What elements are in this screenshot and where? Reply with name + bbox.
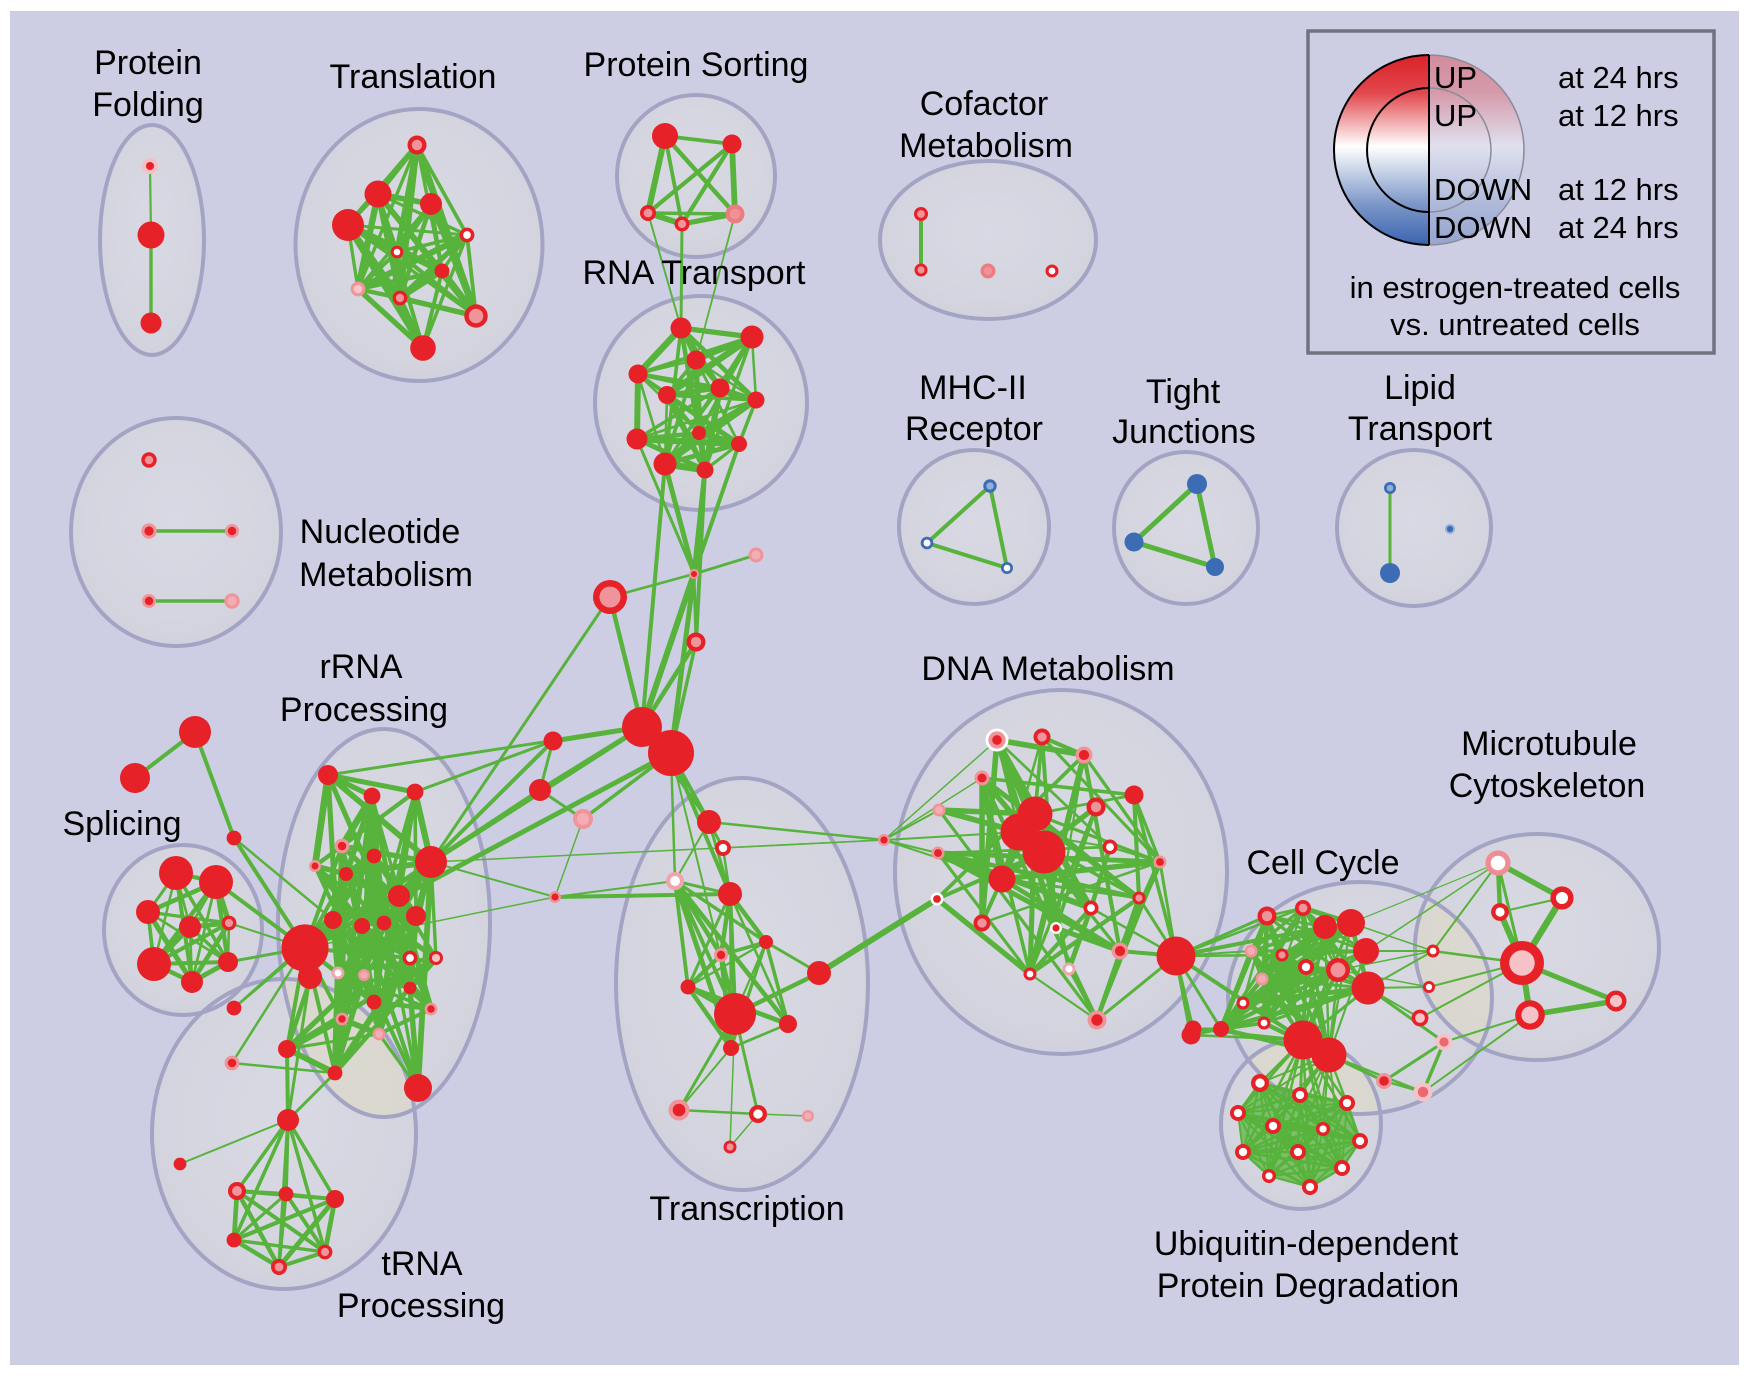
svg-text:tRNA: tRNA — [381, 1245, 463, 1283]
svg-text:Tight: Tight — [1146, 373, 1221, 411]
svg-text:Protein: Protein — [94, 44, 202, 82]
svg-text:Transcription: Transcription — [649, 1190, 844, 1228]
svg-text:Processing: Processing — [280, 691, 448, 729]
svg-text:Ubiquitin-dependent: Ubiquitin-dependent — [1154, 1225, 1459, 1263]
svg-text:at 12 hrs: at 12 hrs — [1558, 98, 1679, 133]
svg-text:RNA Transport: RNA Transport — [583, 254, 807, 292]
svg-text:Processing: Processing — [337, 1287, 505, 1325]
svg-text:Metabolism: Metabolism — [899, 127, 1073, 165]
svg-text:DOWN: DOWN — [1434, 172, 1532, 207]
svg-text:DOWN: DOWN — [1434, 210, 1532, 245]
svg-text:Protein Sorting: Protein Sorting — [584, 46, 809, 84]
svg-text:DNA Metabolism: DNA Metabolism — [921, 650, 1174, 688]
svg-text:Receptor: Receptor — [905, 410, 1043, 448]
svg-text:rRNA: rRNA — [319, 648, 402, 686]
svg-text:UP: UP — [1434, 98, 1477, 133]
svg-text:in estrogen-treated cells: in estrogen-treated cells — [1350, 270, 1681, 305]
svg-text:at 12 hrs: at 12 hrs — [1558, 172, 1679, 207]
svg-text:at 24 hrs: at 24 hrs — [1558, 60, 1679, 95]
svg-text:Folding: Folding — [92, 86, 204, 124]
svg-text:UP: UP — [1434, 60, 1477, 95]
svg-text:Splicing: Splicing — [62, 805, 181, 843]
svg-text:MHC-II: MHC-II — [919, 369, 1027, 407]
svg-text:at 24 hrs: at 24 hrs — [1558, 210, 1679, 245]
svg-text:Transport: Transport — [1348, 410, 1493, 448]
svg-text:Microtubule: Microtubule — [1461, 725, 1637, 763]
svg-text:vs. untreated cells: vs. untreated cells — [1390, 307, 1640, 342]
svg-text:Translation: Translation — [330, 58, 497, 96]
svg-text:Metabolism: Metabolism — [299, 556, 473, 594]
svg-text:Protein Degradation: Protein Degradation — [1157, 1267, 1459, 1305]
svg-text:Nucleotide: Nucleotide — [300, 513, 461, 551]
svg-text:Lipid: Lipid — [1384, 369, 1456, 407]
svg-text:Junctions: Junctions — [1112, 413, 1256, 451]
svg-text:Cell Cycle: Cell Cycle — [1246, 844, 1399, 882]
svg-text:Cofactor: Cofactor — [920, 85, 1049, 123]
svg-text:Cytoskeleton: Cytoskeleton — [1449, 767, 1646, 805]
